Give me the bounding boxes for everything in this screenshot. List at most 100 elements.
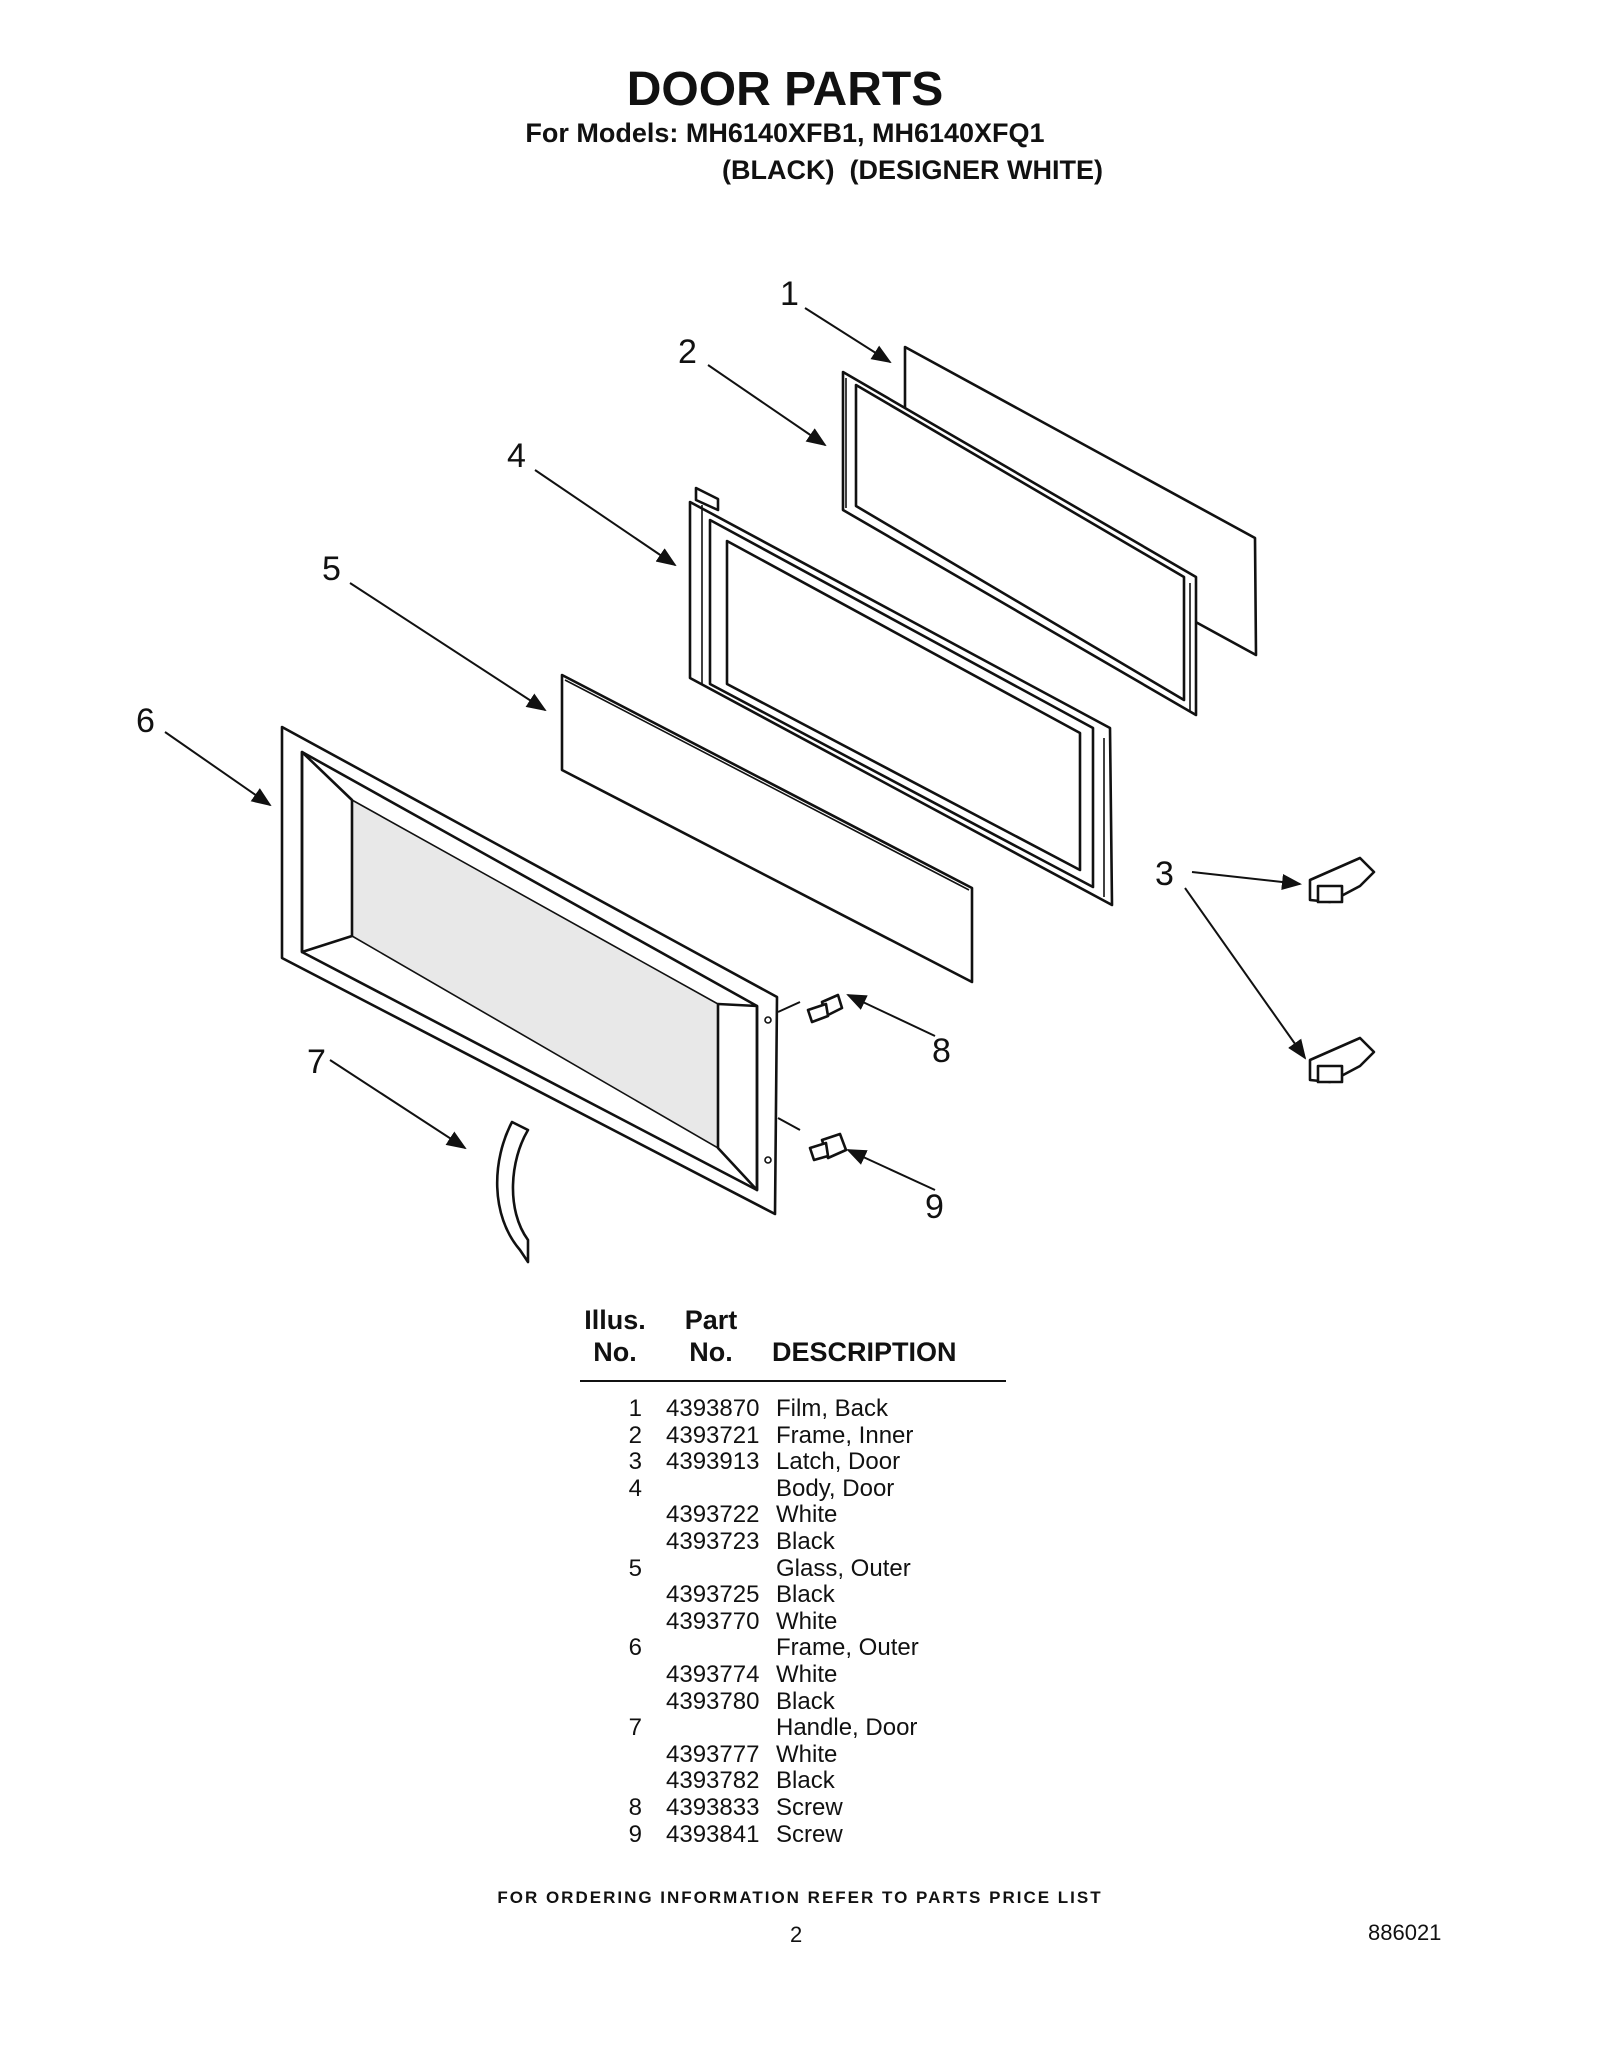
part-5-outer-glass — [560, 673, 974, 984]
part-9-screw — [808, 1132, 848, 1162]
description-cell: Frame, Outer — [776, 1634, 919, 1662]
document-number: 886021 — [1368, 1920, 1442, 1945]
illus-no-cell: 7 — [628, 1714, 642, 1742]
leader-2 — [707, 364, 827, 447]
description-cell: Handle, Door — [776, 1714, 918, 1742]
part-7-door-handle — [495, 1120, 530, 1264]
part-4-door-body — [688, 486, 1114, 907]
table-row: 4393780 Black — [580, 1687, 1060, 1716]
table-row: 4 Body, Door — [580, 1474, 1060, 1503]
table-row: 4393722 White — [580, 1502, 1060, 1529]
description-cell: Screw — [776, 1820, 843, 1848]
illus-no-cell: 8 — [628, 1793, 642, 1821]
leader-3a — [1191, 871, 1302, 890]
callout-8: 8 — [932, 1032, 951, 1070]
description-cell: Body, Door — [776, 1474, 895, 1502]
description-cell: Black — [776, 1687, 835, 1715]
table-row: 4393723 Black — [580, 1527, 1060, 1556]
table-row: 3 4393913 Latch, Door — [580, 1449, 1060, 1476]
leader-3b — [1184, 887, 1307, 1060]
description-cell: Film, Back — [776, 1395, 889, 1422]
illus-no-cell: 5 — [628, 1554, 642, 1582]
header-rule — [580, 1380, 1006, 1382]
part-no-cell: 4393913 — [666, 1448, 760, 1476]
part-2-inner-frame — [841, 370, 1198, 717]
table-row: 8 4393833 Screw — [580, 1793, 1060, 1822]
description-cell: White — [776, 1660, 838, 1688]
part-no-cell: 4393770 — [666, 1607, 760, 1635]
description-cell: White — [776, 1607, 838, 1635]
leader-6 — [164, 731, 272, 807]
part-no-cell: 4393774 — [666, 1660, 760, 1688]
header-part: Part — [684, 1305, 738, 1335]
illus-no-cell: 3 — [628, 1448, 642, 1476]
description-cell: Black — [776, 1767, 835, 1795]
leader-4 — [534, 469, 677, 567]
illus-no-cell: 6 — [628, 1634, 642, 1662]
table-row: 4393725 Black — [580, 1582, 1060, 1609]
table-row: 2 4393721 Frame, Inner — [580, 1421, 1060, 1450]
table-row: 9 4393841 Screw — [580, 1820, 1060, 1849]
part-no-cell: 4393870 — [666, 1395, 760, 1422]
ordering-note: FOR ORDERING INFORMATION REFER TO PARTS … — [497, 1888, 1103, 1907]
callout-3: 3 — [1155, 855, 1174, 893]
illus-no-cell: 4 — [628, 1474, 642, 1502]
description-cell: Black — [776, 1527, 835, 1555]
page-title: DOOR PARTS — [626, 63, 944, 116]
colors-line: (BLACK) (DESIGNER WHITE) — [722, 155, 1103, 185]
leader-5 — [349, 582, 547, 712]
part-no-cell: 4393780 — [666, 1687, 760, 1715]
description-cell: Latch, Door — [776, 1448, 901, 1476]
part-no-cell: 4393725 — [666, 1581, 760, 1609]
callout-5: 5 — [322, 550, 341, 588]
part-3-door-latch-upper — [1308, 856, 1376, 904]
part-3-door-latch-lower — [1308, 1036, 1376, 1084]
callout-6: 6 — [136, 702, 155, 740]
description-cell: White — [776, 1740, 838, 1768]
description-cell: White — [776, 1501, 838, 1529]
leader-8 — [846, 994, 936, 1037]
part-no-cell: 4393841 — [666, 1820, 760, 1848]
part-6-outer-frame — [280, 725, 779, 1216]
part-8-screw — [806, 993, 844, 1024]
header-part-no: No. — [689, 1337, 733, 1367]
part-no-cell: 4393777 — [666, 1740, 760, 1768]
table-row: 4393777 White — [580, 1740, 1060, 1769]
part-no-cell: 4393782 — [666, 1767, 760, 1795]
table-row: 4393774 White — [580, 1660, 1060, 1689]
callout-4: 4 — [507, 437, 526, 475]
callout-7: 7 — [307, 1043, 326, 1081]
table-row: 6 Frame, Outer — [580, 1635, 1060, 1662]
callout-2: 2 — [678, 333, 697, 371]
table-row: 7 Handle, Door — [580, 1715, 1060, 1742]
table-row: 4393782 Black — [580, 1768, 1060, 1795]
page-number: 2 — [790, 1922, 803, 1947]
illus-no-cell: 2 — [628, 1421, 642, 1449]
illus-no-cell: 9 — [628, 1820, 642, 1848]
leader-7 — [329, 1059, 467, 1150]
leader-9-stub — [777, 1117, 801, 1131]
description-cell: Screw — [776, 1793, 843, 1821]
header-description: DESCRIPTION — [772, 1337, 957, 1367]
part-no-cell: 4393721 — [666, 1421, 760, 1449]
table-row: 5 Glass, Outer — [580, 1554, 1060, 1583]
header-illus-no: No. — [593, 1337, 637, 1367]
part-no-cell: 4393723 — [666, 1527, 760, 1555]
leader-8-stub — [777, 1001, 801, 1013]
callout-9: 9 — [925, 1188, 944, 1226]
part-no-cell: 4393833 — [666, 1793, 760, 1821]
leader-9 — [846, 1149, 936, 1191]
description-cell: Black — [776, 1581, 835, 1609]
description-cell: Frame, Inner — [776, 1421, 914, 1449]
callout-1: 1 — [780, 275, 799, 313]
part-no-cell: 4393722 — [666, 1501, 760, 1529]
table-row: 4393770 White — [580, 1607, 1060, 1636]
exploded-door-diagram: 1 2 3 4 5 6 7 8 9 — [136, 275, 1376, 1264]
description-cell: Glass, Outer — [776, 1554, 911, 1582]
header-illus: Illus. — [584, 1305, 646, 1335]
leader-1 — [804, 307, 892, 364]
models-line: For Models: MH6140XFB1, MH6140XFQ1 — [525, 118, 1045, 148]
